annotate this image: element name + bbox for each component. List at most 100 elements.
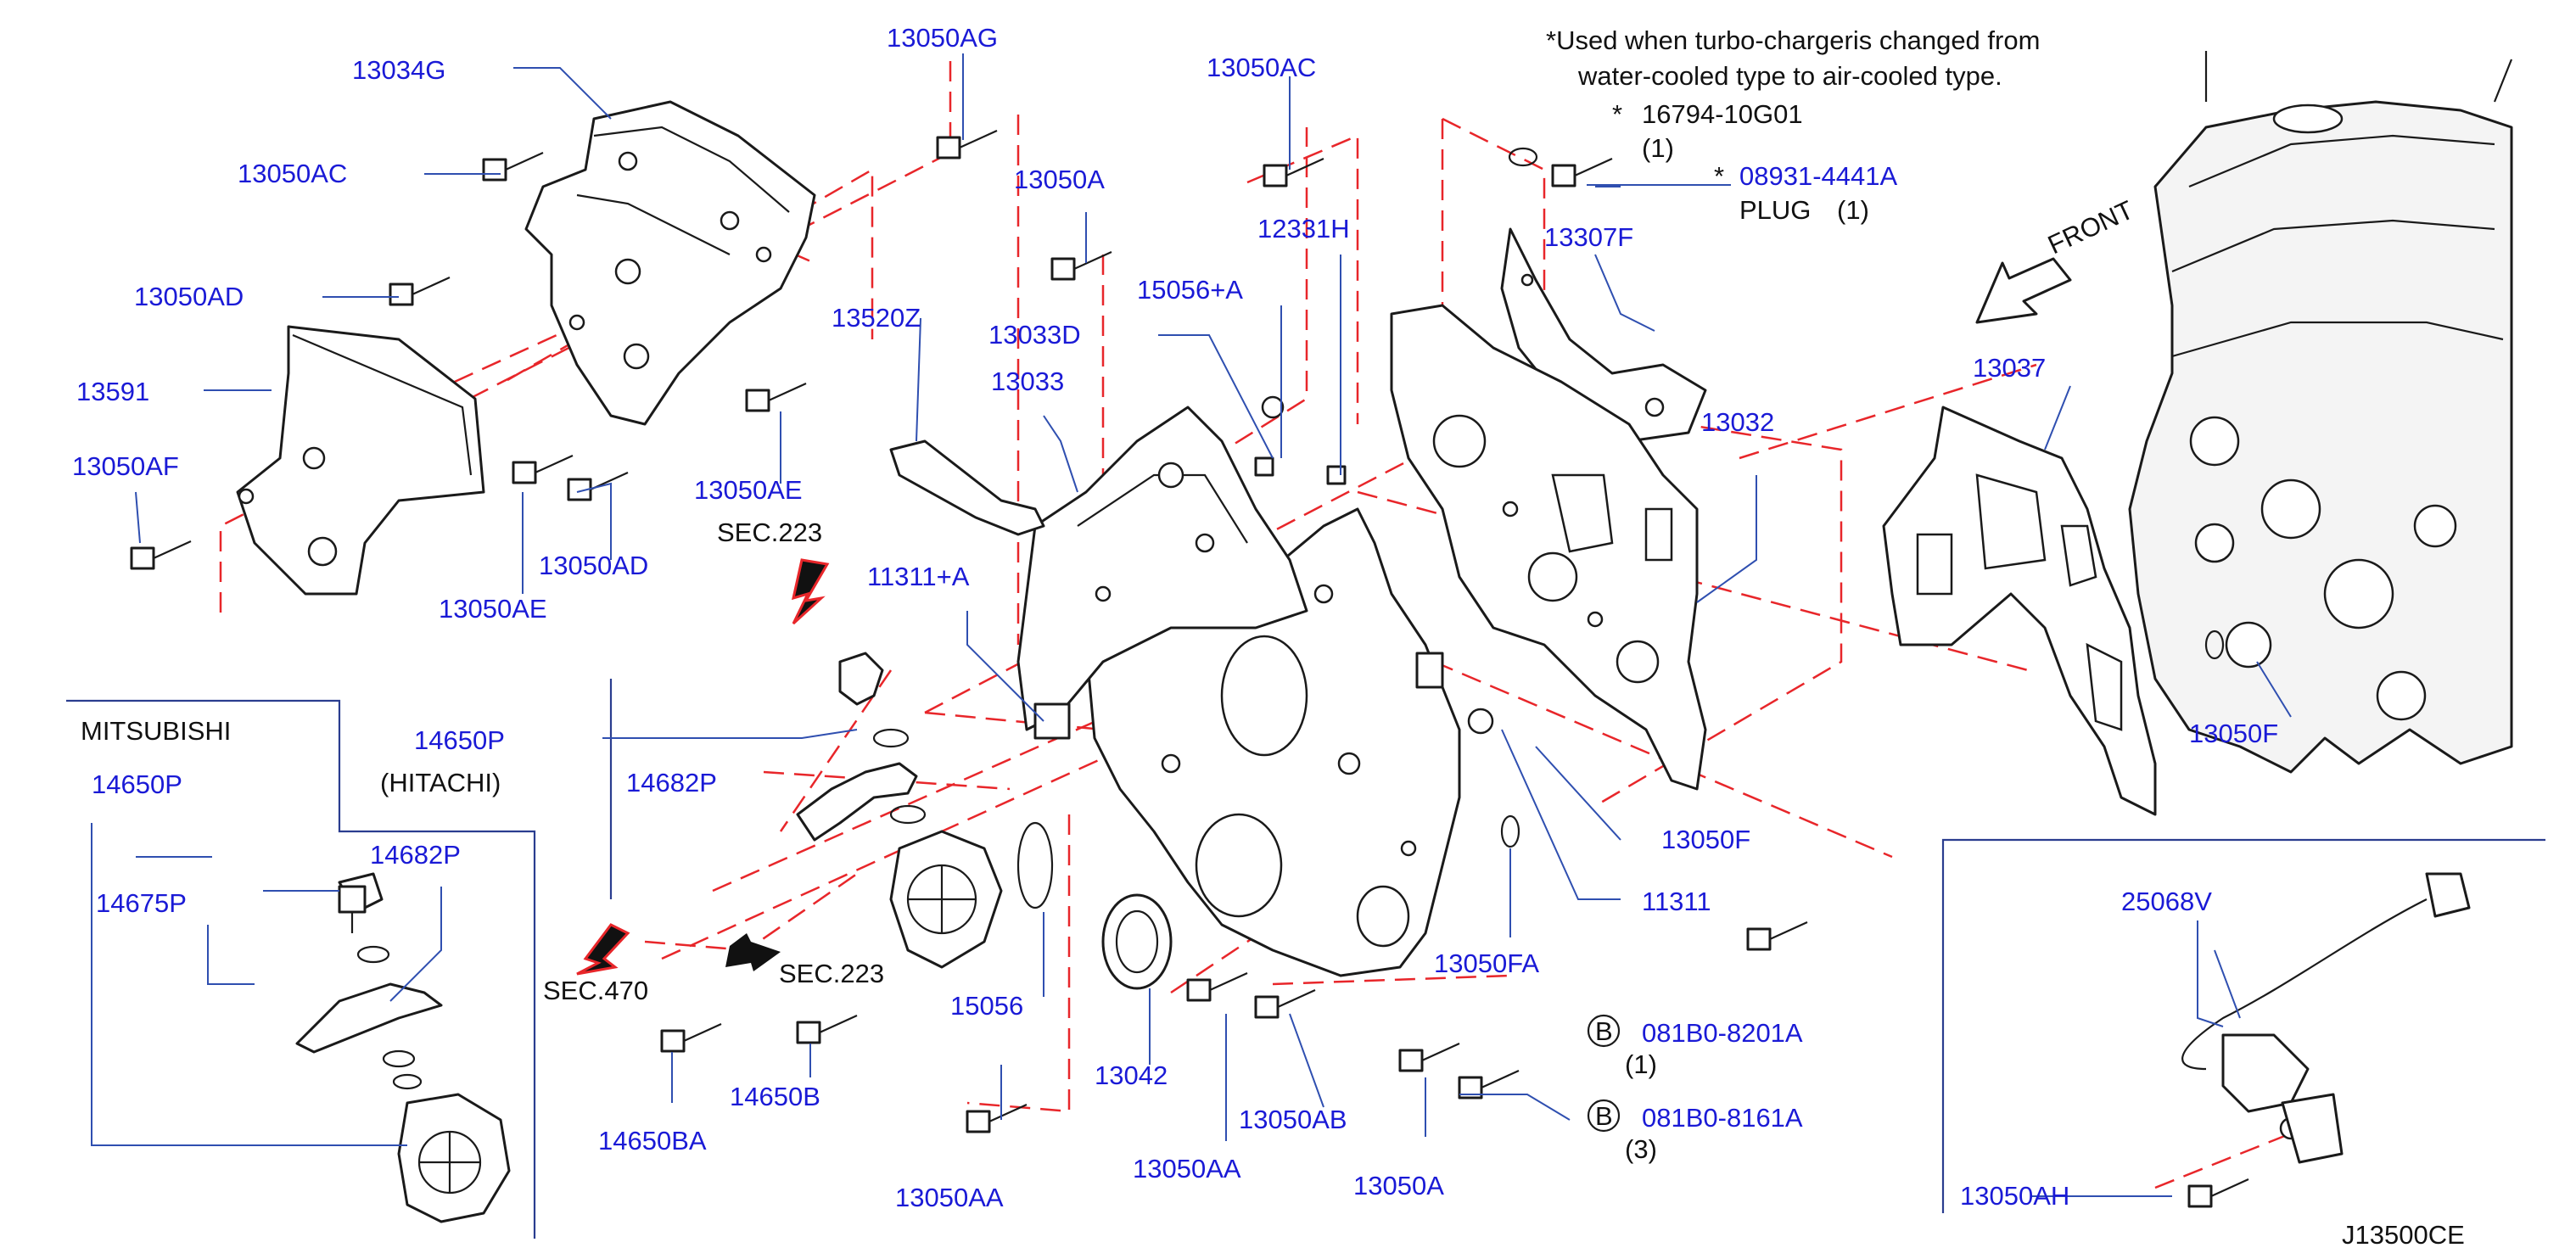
- sec-223-top: SEC.223: [717, 518, 822, 547]
- label-13050af: 13050AF: [72, 451, 179, 481]
- label-13307f: 13307F: [1544, 222, 1633, 252]
- oil-seal-13042: [1101, 893, 1173, 990]
- sealant-tube: [889, 439, 1045, 536]
- front-plate-13032: [1390, 304, 1707, 791]
- label-13050ae-low: 13050AE: [439, 594, 547, 624]
- label-13050ac-left: 13050AC: [238, 159, 347, 188]
- upper-timing-cover: [524, 100, 816, 426]
- label-13033d: 13033D: [988, 320, 1081, 350]
- label-13050ad-mid: 13050AD: [539, 551, 648, 580]
- label-13050a-top: 13050A: [1014, 165, 1105, 194]
- note-line-1: *Used when turbo-chargeris changed from: [1546, 25, 2040, 55]
- plug-qty: (1): [1837, 195, 1869, 225]
- sensor-25068v: [2181, 872, 2471, 1164]
- vacuum-pump: [889, 830, 1003, 969]
- hitachi-label: (HITACHI): [380, 768, 501, 797]
- label-13050f-right: 13050F: [2189, 719, 2278, 748]
- bolt-icon: [389, 276, 451, 306]
- label-13050a-low: 13050A: [1353, 1171, 1444, 1200]
- qty-8201a: (1): [1625, 1049, 1657, 1079]
- label-14682p-mitsubishi: 14682P: [370, 840, 461, 870]
- bolt-icon: [482, 151, 544, 182]
- bolt-icon: [512, 454, 574, 484]
- bolt-icon: [796, 1014, 858, 1044]
- label-13042: 13042: [1095, 1060, 1168, 1090]
- bolt-icon: [660, 1022, 722, 1053]
- label-14650p-mitsubishi: 14650P: [92, 769, 182, 799]
- bolt-icon: [338, 885, 367, 933]
- bolt-mark-1: B: [1595, 1016, 1613, 1046]
- label-13034g: 13034G: [352, 55, 445, 85]
- sec-470: SEC.470: [543, 976, 648, 1005]
- bolts: [130, 129, 2249, 1208]
- label-13591: 13591: [76, 377, 149, 406]
- label-25068v: 25068V: [2121, 887, 2212, 916]
- lower-timing-cover: [236, 325, 485, 596]
- label-14650b: 14650B: [730, 1082, 820, 1111]
- label-13050aa-a: 13050AA: [1133, 1154, 1241, 1183]
- label-13050aa-b: 13050AA: [895, 1183, 1004, 1212]
- bolt-icon: [130, 540, 192, 570]
- sec-223-bottom: SEC.223: [779, 959, 884, 988]
- asterisk-2: *: [1714, 161, 1724, 191]
- bolt-icon: [1398, 1042, 1460, 1072]
- bolt-icon: [1254, 988, 1316, 1019]
- label-16794-10g01: 16794-10G01: [1642, 99, 1803, 129]
- label-13050ag: 13050AG: [887, 23, 998, 53]
- bolt-icon: [1746, 920, 1808, 951]
- label-13520z: 13520Z: [832, 303, 921, 333]
- label-11311a: 11311+A: [867, 562, 970, 591]
- chain-case-13033: [1016, 406, 1308, 731]
- bolt-icon: [2187, 1178, 2249, 1208]
- label-13050fa: 13050FA: [1434, 948, 1539, 978]
- label-15056: 15056: [950, 991, 1023, 1021]
- label-13050ae-mid: 13050AE: [694, 475, 803, 505]
- label-15056a: 15056+A: [1137, 275, 1243, 305]
- label-13033: 13033: [991, 367, 1064, 396]
- note-line-2: water-cooled type to air-cooled type.: [1577, 61, 2002, 91]
- label-14682p: 14682P: [626, 768, 717, 797]
- diagram-id: J13500CE: [2342, 1220, 2465, 1250]
- bolt-marks: B B: [1587, 1014, 1621, 1133]
- qty-8161a: (3): [1625, 1134, 1657, 1164]
- gasket-13037: [1882, 406, 2157, 816]
- label-12331h: 12331H: [1257, 214, 1350, 243]
- front-label: FRONT: [2043, 194, 2138, 260]
- bolt-icon: [1050, 250, 1112, 281]
- label-13050ab: 13050AB: [1239, 1105, 1347, 1134]
- part-labels: 13034G 13050AC 13050AD 13591 13050AF 130…: [72, 23, 2278, 1212]
- front-direction-arrow: FRONT: [1975, 194, 2138, 324]
- mitsubishi-label: MITSUBISHI: [81, 716, 231, 746]
- bolt-mark-2: B: [1595, 1101, 1613, 1131]
- label-14650p: 14650P: [414, 725, 505, 755]
- label-13050ah: 13050AH: [1960, 1181, 2069, 1211]
- label-08931-4441a: 08931-4441A: [1739, 161, 1897, 191]
- o-ring-15056: [1016, 821, 1054, 909]
- label-13050ad-left: 13050AD: [134, 282, 244, 311]
- vacuum-fittings: [796, 652, 927, 842]
- frames: [66, 679, 2545, 1239]
- leader-lines: [91, 53, 2292, 1197]
- mitsubishi-pump: [295, 872, 511, 1223]
- bolt-icon: [745, 382, 807, 412]
- plug-label: PLUG: [1739, 195, 1811, 225]
- label-13050ac-top: 13050AC: [1207, 53, 1316, 82]
- label-13032: 13032: [1701, 407, 1774, 437]
- engine-block: [2128, 51, 2513, 774]
- label-11311: 11311: [1642, 887, 1711, 916]
- label-081b0-8161a: 081B0-8161A: [1642, 1103, 1803, 1133]
- bolt-icon: [1551, 157, 1613, 187]
- label-14650ba: 14650BA: [598, 1126, 707, 1155]
- bolt-icon: [1186, 971, 1248, 1002]
- qty-16794: (1): [1642, 133, 1674, 163]
- section-arrows: [576, 558, 830, 976]
- bolt-icon: [1263, 157, 1324, 187]
- label-14675p: 14675P: [96, 888, 187, 918]
- plain-text: SEC.223 SEC.223 SEC.470 (HITACHI) MITSUB…: [81, 25, 2465, 1250]
- bolt-icon: [966, 1103, 1028, 1133]
- label-081b0-8201a: 081B0-8201A: [1642, 1018, 1803, 1048]
- bolt-icon: [936, 129, 998, 159]
- label-13037: 13037: [1973, 353, 2046, 383]
- asterisk-1: *: [1612, 99, 1622, 129]
